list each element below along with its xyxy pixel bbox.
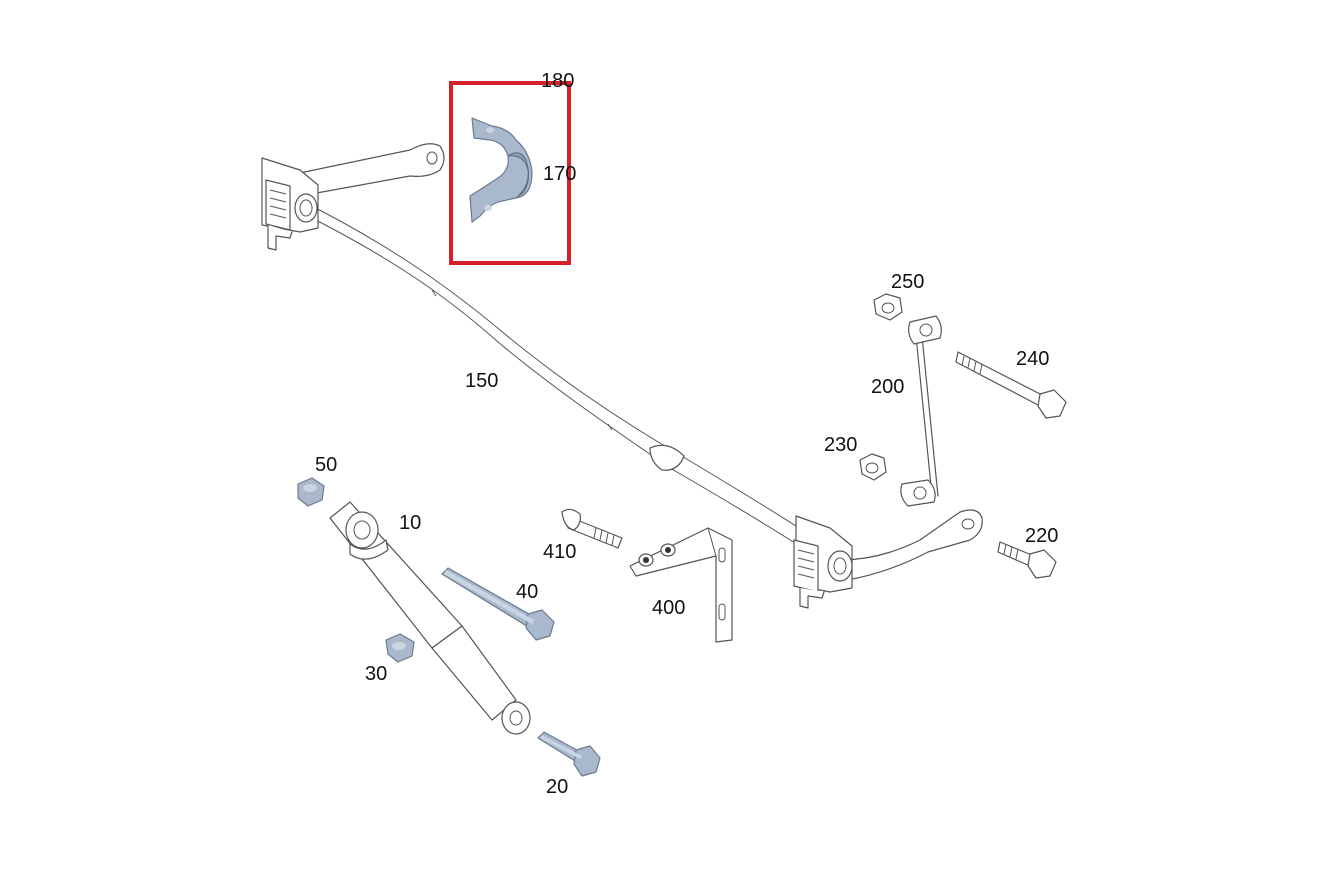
label-200: 200	[871, 376, 904, 398]
shock-absorber[interactable]	[329, 501, 531, 735]
bolt-410[interactable]	[561, 508, 623, 549]
label-180: 180	[541, 70, 574, 92]
bar-clamp[interactable]	[469, 117, 533, 223]
label-240: 240	[1016, 348, 1049, 370]
label-20: 20	[546, 776, 568, 798]
label-30: 30	[365, 663, 387, 685]
label-410: 410	[543, 541, 576, 563]
label-250: 250	[891, 271, 924, 293]
highlight-box	[449, 81, 571, 265]
nut-30[interactable]	[385, 633, 415, 663]
bolt-40[interactable]	[441, 567, 555, 641]
label-400: 400	[652, 597, 685, 619]
label-50: 50	[315, 454, 337, 476]
right-bar-mount	[793, 515, 853, 609]
coupling-rod[interactable]	[900, 315, 942, 507]
stabilizer-bar[interactable]	[289, 143, 983, 581]
label-230: 230	[824, 434, 857, 456]
nut-230[interactable]	[859, 453, 887, 481]
bracket-400[interactable]	[629, 527, 733, 643]
left-bar-mount	[261, 157, 319, 251]
label-150: 150	[465, 370, 498, 392]
label-220: 220	[1025, 525, 1058, 547]
nut-50[interactable]	[297, 477, 325, 507]
nut-250[interactable]	[873, 293, 903, 321]
bolt-220[interactable]	[997, 541, 1057, 579]
label-170: 170	[543, 163, 576, 185]
bolt-20[interactable]	[537, 731, 601, 777]
bolt-240[interactable]	[955, 351, 1067, 419]
label-40: 40	[516, 581, 538, 603]
label-10: 10	[399, 512, 421, 534]
